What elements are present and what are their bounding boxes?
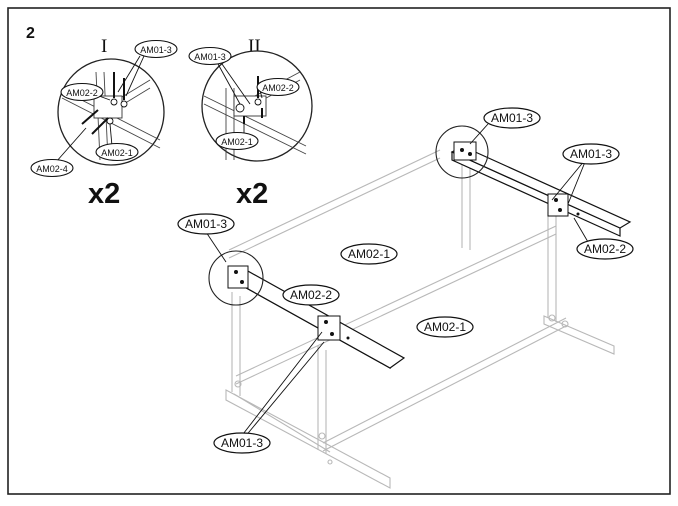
callout-am02-1-back: AM02-1 bbox=[340, 243, 398, 265]
callout-am01-3-bottom-text: AM01-3 bbox=[221, 436, 263, 450]
detail-i: I AM01-3 bbox=[30, 36, 178, 210]
callout-am01-3-right-text: AM01-3 bbox=[570, 147, 612, 161]
detail-ii-multiplier: x2 bbox=[236, 178, 268, 210]
detail-ii-label-am02-2: AM02-2 bbox=[256, 77, 300, 97]
callout-am01-3-left: AM01-3 bbox=[177, 213, 235, 235]
detail-ii-label-am02-2-text: AM02-2 bbox=[262, 83, 294, 93]
detail-i-multiplier: x2 bbox=[88, 178, 120, 210]
callout-am01-3-bottom: AM01-3 bbox=[213, 432, 271, 454]
detail-i-label-am02-2: AM02-2 bbox=[60, 82, 104, 102]
bolts bbox=[234, 148, 580, 340]
detail-ii-label-am01-3: AM01-3 bbox=[188, 46, 232, 66]
callout-am02-2-right: AM02-2 bbox=[576, 238, 634, 260]
detail-marker-front bbox=[208, 250, 264, 306]
detail-ii: II AM01-3 AM02-2 bbox=[188, 36, 313, 210]
detail-i-roman: I bbox=[101, 36, 107, 57]
detail-i-parts bbox=[61, 71, 161, 161]
detail-marker-back bbox=[435, 125, 489, 179]
detail-ii-parts bbox=[203, 71, 307, 160]
callout-am02-1-front: AM02-1 bbox=[416, 316, 474, 338]
detail-ii-label-am02-1: AM02-1 bbox=[215, 131, 259, 151]
callout-am01-3-right: AM01-3 bbox=[562, 143, 620, 165]
callout-am02-2-front-text: AM02-2 bbox=[290, 288, 332, 302]
step-number: 2 bbox=[26, 25, 35, 42]
callout-am02-1-front-text: AM02-1 bbox=[424, 320, 466, 334]
table-frame bbox=[225, 149, 615, 489]
callout-am02-1-back-text: AM02-1 bbox=[348, 247, 390, 261]
detail-i-label-am02-4: AM02-4 bbox=[30, 158, 74, 178]
callout-am02-2-front: AM02-2 bbox=[282, 284, 340, 306]
callout-am01-3-back: AM01-3 bbox=[483, 107, 541, 129]
detail-i-leaders bbox=[55, 55, 145, 163]
callout-am01-3-left-text: AM01-3 bbox=[185, 217, 227, 231]
detail-i-label-am02-4-text: AM02-4 bbox=[36, 164, 68, 174]
callout-am02-2-right-text: AM02-2 bbox=[584, 242, 626, 256]
detail-i-label-am01-3: AM01-3 bbox=[134, 39, 178, 59]
callout-am01-3-back-text: AM01-3 bbox=[491, 111, 533, 125]
detail-ii-label-am01-3-text: AM01-3 bbox=[194, 52, 226, 62]
page-frame bbox=[7, 7, 671, 495]
detail-ii-label-am02-1-text: AM02-1 bbox=[221, 137, 253, 147]
detail-i-label-am02-1: AM02-1 bbox=[95, 142, 139, 162]
detail-i-label-am01-3-text: AM01-3 bbox=[140, 45, 172, 55]
detail-i-label-am02-1-text: AM02-1 bbox=[101, 148, 133, 158]
detail-i-label-am02-2-text: AM02-2 bbox=[66, 88, 98, 98]
